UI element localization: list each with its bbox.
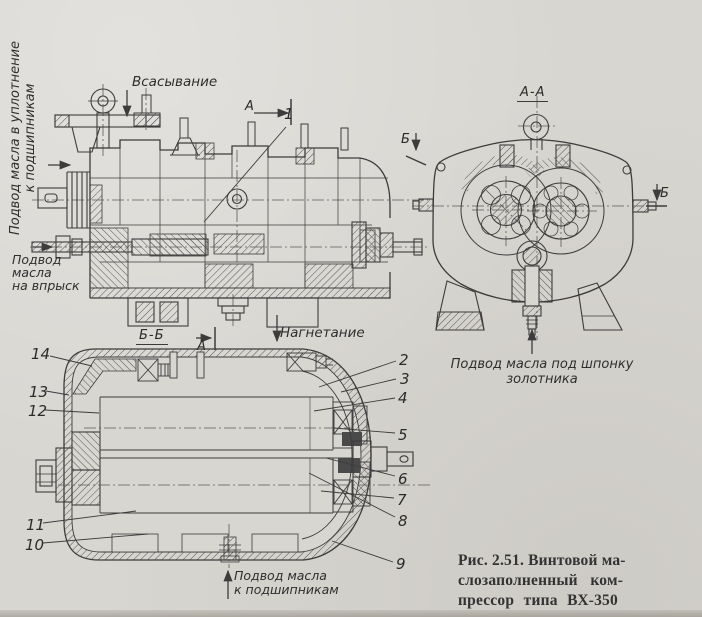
callout-10: 10	[25, 536, 45, 554]
callout-2: 2	[399, 351, 409, 369]
callout-4: 4	[398, 389, 408, 407]
section-b-mark-left	[405, 133, 427, 166]
callout-11: 11	[26, 516, 46, 534]
injection-shaft	[31, 235, 209, 259]
bb-dome-inner-arc	[301, 370, 353, 540]
figure-caption-line3: прессор типа ВХ-350	[458, 592, 618, 609]
bb-output-shaft	[352, 440, 414, 478]
aa-slide-valve	[511, 240, 553, 336]
section-aa-view	[412, 96, 664, 340]
longitudinal-section-view	[30, 84, 430, 328]
figure-caption-line2: слозаполненный ком-	[458, 572, 624, 589]
top-studs	[133, 94, 349, 156]
casing-hatching	[89, 142, 391, 299]
callout-6: 6	[398, 470, 408, 488]
section-a-mark-top	[254, 99, 292, 125]
label-oil-to-bearings: Подвод масла к подшипникам	[234, 569, 339, 597]
figure-caption: Рис. 2.51. Винтовой ма- слозаполненный к…	[458, 551, 702, 611]
callout-7: 7	[397, 491, 407, 509]
aa-top-bolt	[522, 113, 550, 150]
aa-feet	[435, 280, 623, 331]
callout-leaders	[42, 126, 397, 563]
marker-b-left: Б	[401, 132, 410, 147]
bb-inner-wall	[71, 356, 362, 553]
section-label-bb: Б-Б	[136, 328, 168, 345]
aa-housing	[432, 138, 634, 303]
callout-1: 1	[284, 105, 294, 123]
label-oil-to-bearings-line1: Подвод масла	[234, 568, 327, 583]
label-oil-injection: Подвод масла на впрыск	[12, 253, 80, 292]
aa-bores	[460, 154, 605, 256]
label-oil-under-valve-key-line1: Подвод масла под шпонку	[450, 357, 634, 372]
callout-8: 8	[398, 512, 408, 530]
section-label-aa: А-А	[517, 85, 549, 102]
label-oil-injection-line1: Подвод	[12, 252, 62, 267]
center-fitting	[226, 188, 248, 210]
callout-14: 14	[31, 345, 51, 363]
label-oil-injection-line2: масла	[12, 265, 52, 280]
label-discharge: Нагнетание	[280, 325, 365, 341]
aa-bolt-hole-left	[436, 162, 446, 172]
bb-top-fittings	[137, 351, 333, 382]
feet-and-discharge	[127, 297, 319, 328]
coupling-end	[351, 221, 423, 269]
label-oil-to-seal-bearings-vertical: Подвод масла в уплотнение к подшипникам	[8, 34, 38, 242]
section-a-mark-bottom	[196, 327, 216, 350]
bb-left-end	[35, 358, 137, 506]
label-oil-to-seal-line1: Подвод масла в уплотнение	[8, 40, 23, 236]
marker-b-right: Б	[660, 186, 669, 201]
callout-12: 12	[28, 402, 48, 420]
aa-female-rotor	[532, 182, 590, 240]
drive-shaft	[37, 171, 90, 229]
callout-3: 3	[400, 370, 410, 388]
callout-13: 13	[29, 383, 49, 401]
section-bb-view	[35, 348, 430, 568]
aa-side-stubs	[412, 198, 657, 213]
label-oil-to-seal-line2: к подшипникам	[23, 83, 38, 193]
section-b-mark-right	[646, 184, 667, 207]
label-oil-under-valve-key-line2: золотника	[506, 372, 578, 387]
callout-9: 9	[396, 555, 406, 573]
label-suction: Всасывание	[132, 74, 218, 90]
page-bottom-edge	[0, 610, 702, 617]
marker-a-bottom: А	[197, 339, 206, 354]
marker-a-top: А	[245, 99, 254, 114]
label-oil-to-bearings-line2: к подшипникам	[234, 582, 339, 597]
aa-bolt-hole-right	[622, 165, 632, 175]
bb-bottom	[111, 533, 299, 563]
arrows-and-section-marks	[33, 90, 667, 599]
figure-caption-line1: Рис. 2.51. Винтовой ма-	[458, 552, 626, 569]
aa-male-rotor	[476, 180, 536, 240]
label-oil-injection-line3: на впрыск	[12, 278, 80, 293]
callout-5: 5	[398, 426, 408, 444]
label-oil-under-valve-key: Подвод масла под шпонку золотника	[440, 357, 644, 387]
